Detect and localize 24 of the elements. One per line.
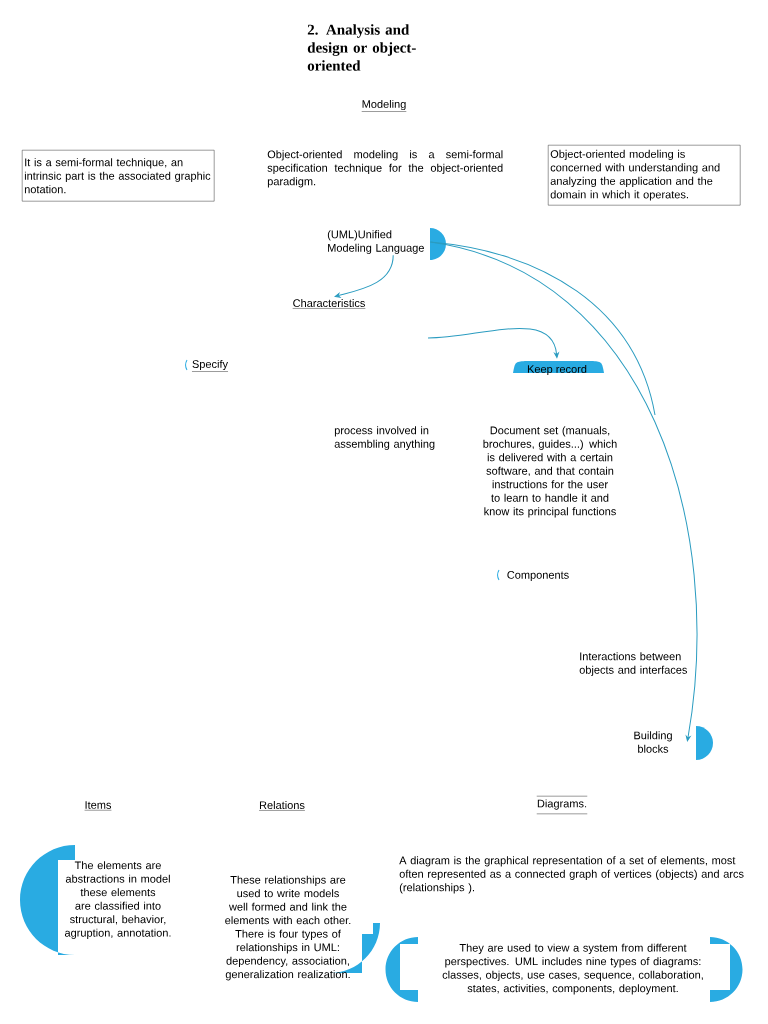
text-box: It is a semi-formal technique, an intrinsic part is the associated graphic notation.: [22, 150, 215, 202]
body-text: Interactions between objects and interfaces: [579, 652, 687, 676]
heading-text: Specify: [185, 359, 229, 372]
term-label: (UML)Unified Modeling Language: [327, 228, 446, 260]
heading-text: Items: [84, 801, 112, 811]
body-text: process involved in assembling anything: [334, 426, 435, 450]
callout-label: Building blocks: [634, 726, 713, 760]
callout-label: Keep record: [513, 361, 604, 376]
arrow: [427, 327, 559, 359]
arrow: [334, 254, 394, 298]
heading-text: Components: [497, 569, 569, 581]
heading-text: Modeling: [361, 99, 407, 112]
heading-text: Characteristics: [292, 298, 366, 309]
arrow: [429, 241, 698, 742]
heading-text: Diagrams.: [536, 795, 588, 815]
callout-text: They are used to view a system from different perspectives. UML includes nine types of diagrams: classes, objects, use cases, sequence, collaboration, states, activities, components, deployment.: [385, 937, 743, 1002]
callout-text: The elements are abstractions in model these elements are classified into structural, behavior, agruption, annotation.: [20, 845, 171, 955]
body-text: Object-oriented modeling is a semi-formal specification technique for the object-oriented paradigm.: [267, 150, 503, 188]
callout-text: These relationships are used to write models well formed and link the elements with each other. There is four types of relationships in UML: dependency, association, generalization realization.: [225, 875, 380, 981]
text-box: Object-oriented modeling is concerned with understanding and analyzing the application and the domain in which it operates.: [548, 145, 741, 206]
heading-text: Relations: [258, 800, 306, 811]
title: 2. Analysis and design or object-oriented: [307, 24, 416, 71]
body-text: Document set (manuals, brochures, guides...) which is delivered with a certain software, and that contain instructions for the user to learn to handle it and know its principal functions: [483, 426, 617, 518]
body-text: A diagram is the graphical representation of a set of elements, most often represented as a connected graph of vertices (objects) and arcs (relationships ).: [399, 856, 744, 894]
